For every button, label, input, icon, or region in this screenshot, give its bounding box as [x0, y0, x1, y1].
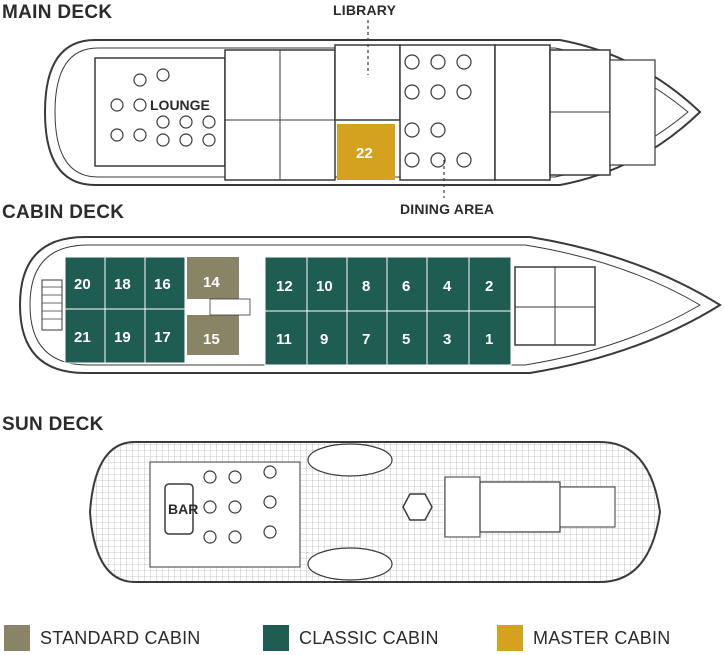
- cabin-16-label: 16: [154, 276, 171, 293]
- cabin-14-label: 14: [203, 274, 220, 291]
- legend-classic-label: CLASSIC CABIN: [299, 627, 439, 648]
- cabin-21-label: 21: [74, 329, 91, 346]
- cabin-18-label: 18: [114, 276, 131, 293]
- main-deck-title: MAIN DECK: [2, 2, 113, 23]
- cabin-deck-title: CABIN DECK: [2, 202, 125, 223]
- legend-standard: STANDARD CABIN: [4, 624, 201, 652]
- legend-classic: CLASSIC CABIN: [263, 624, 439, 652]
- cabin-5-label: 5: [402, 331, 410, 348]
- cabin-17: [144, 308, 186, 364]
- cabin-17-label: 17: [154, 329, 171, 346]
- legend-standard-label: STANDARD CABIN: [40, 627, 201, 648]
- cabin-21: [64, 308, 106, 364]
- cabin-20-label: 20: [74, 276, 91, 293]
- cabin-22: [337, 124, 395, 180]
- cabin-12: [264, 256, 308, 312]
- cabin-16: [144, 256, 186, 310]
- legend-master-swatch: [497, 625, 523, 651]
- cabin-deck-plan: 20 18 16 14 12 10 8 6 4 2 21 19 17 15 11…: [18, 236, 722, 374]
- lounge-label: LOUNGE: [150, 97, 210, 113]
- cabin-15-label: 15: [203, 331, 220, 348]
- cabin-12-label: 12: [276, 278, 293, 295]
- legend-master: MASTER CABIN: [497, 624, 670, 652]
- legend-classic-swatch: [263, 625, 289, 651]
- library-label: LIBRARY: [333, 2, 397, 18]
- cabin-2-label: 2: [485, 278, 493, 295]
- cabin-1: [468, 310, 512, 366]
- cabin-20: [64, 256, 106, 310]
- sun-deck-plan: BAR: [88, 441, 662, 583]
- legend-master-label: MASTER CABIN: [533, 627, 671, 648]
- cabin-4-label: 4: [443, 278, 452, 295]
- cabin-15: [187, 315, 239, 355]
- bar-label: BAR: [168, 501, 198, 517]
- sun-deck-title: SUN DECK: [2, 414, 104, 435]
- cabin-8-label: 8: [362, 278, 370, 295]
- cabin-4: [426, 256, 470, 312]
- main-deck-plan: LOUNGE 22: [43, 20, 702, 198]
- cabin-14: [187, 257, 239, 299]
- cabin-1-label: 1: [485, 331, 493, 348]
- cabin-7: [346, 310, 388, 366]
- cabin-6-label: 6: [402, 278, 410, 295]
- dining-area-label: DINING AREA: [400, 201, 495, 217]
- cabin-11-label: 11: [276, 331, 292, 348]
- cabin-7-label: 7: [362, 331, 370, 348]
- cabin-9-label: 9: [320, 331, 328, 348]
- cabin-3-label: 3: [443, 331, 451, 348]
- cabin-19-label: 19: [114, 329, 131, 346]
- cabin-22-label: 22: [356, 145, 373, 162]
- cabin-11: [264, 310, 308, 366]
- legend-standard-swatch: [4, 625, 30, 651]
- cabin-2: [468, 256, 512, 312]
- cabin-10-label: 10: [316, 278, 333, 295]
